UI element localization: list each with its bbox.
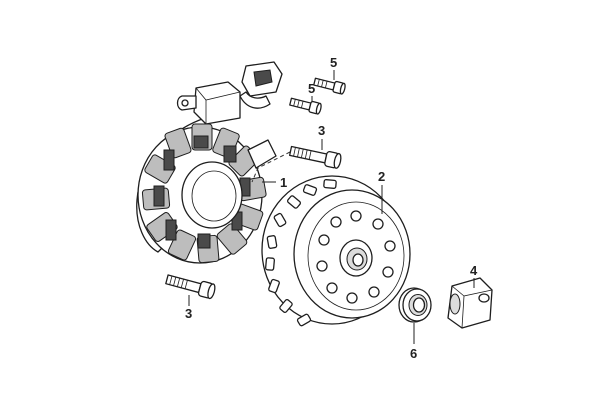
leader-lines	[188, 70, 475, 344]
stator-assembly	[136, 61, 283, 264]
callout-screw-top: 5	[330, 55, 337, 70]
callout-seal: 6	[410, 346, 417, 361]
callout-nut: 4	[470, 263, 478, 278]
callout-screw-mid: 5	[308, 81, 315, 96]
stator-windings	[153, 135, 251, 249]
callout-numbers: 1 2 3 3 4 5 5 6	[185, 55, 478, 361]
bolt-upper	[288, 145, 342, 169]
screw-top	[313, 77, 346, 95]
callout-bolt-lower: 3	[185, 306, 192, 321]
wire-connector	[193, 81, 241, 125]
rotor-holes	[316, 210, 396, 304]
flywheel-rotor	[261, 175, 411, 327]
callout-bolt-upper: 3	[318, 123, 325, 138]
pickup-coil	[247, 139, 277, 169]
screw-mid	[289, 97, 322, 115]
flywheel-nut	[447, 277, 493, 329]
stator-center-bore	[181, 161, 243, 229]
rotor-rim-slots	[265, 179, 337, 327]
washer-seal	[398, 287, 432, 323]
callout-stator: 1	[280, 175, 287, 190]
callout-flywheel: 2	[378, 169, 385, 184]
bolt-lower	[165, 274, 216, 300]
